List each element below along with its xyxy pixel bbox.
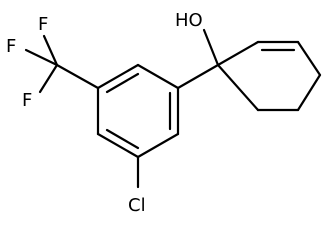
bond-c-f-top: [42, 34, 59, 67]
bond-c2-c3: [96, 63, 140, 90]
fluorine-top-label: F: [38, 14, 48, 35]
double-bond-inner-bottom-left: [105, 128, 140, 150]
bond-c-f-bottom: [38, 63, 59, 94]
bond-cq-c2: [216, 40, 260, 67]
benzene-ring: [96, 63, 180, 159]
bond-c-oh: [202, 28, 220, 67]
bond-ring-cf3: [55, 63, 100, 90]
fluorine-bottom-label: F: [22, 90, 32, 111]
bond-c6-cq: [216, 63, 260, 112]
molecule-structure: HO Cl F F F: [6, 10, 322, 216]
bond-c1-c2: [136, 63, 180, 90]
bond-c3-c4: [296, 40, 322, 77]
bond-c4-c5: [96, 132, 140, 159]
chlorine-label: Cl: [128, 195, 146, 216]
cyclohexene-ring: [216, 40, 322, 112]
double-bond-inner-top: [105, 72, 140, 94]
bond-c5-c6: [136, 132, 180, 159]
bond-c-f-left: [24, 48, 59, 67]
bond-aryl-cyclohexenol: [176, 63, 220, 90]
hydroxyl-label: HO: [175, 10, 203, 31]
fluorine-left-label: F: [6, 36, 16, 57]
structure-canvas: HO Cl F F F: [6, 10, 322, 216]
trifluoromethyl-group: [24, 34, 100, 94]
bond-c4-c5: [296, 73, 322, 112]
